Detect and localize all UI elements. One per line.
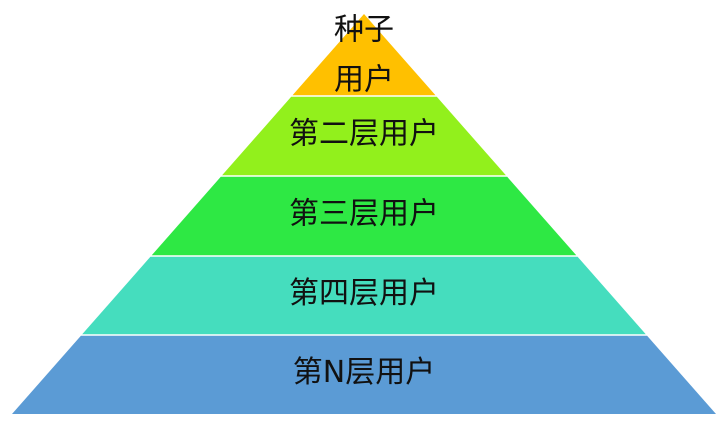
pyramid-tier-1-label-line-2: 用户 [334,63,394,98]
pyramid-tier-shapes [12,14,716,414]
pyramid-tier-4 [82,256,646,335]
pyramid-tier-1-label-line-1: 种子 [334,13,394,48]
pyramid-tier-5 [12,335,716,414]
pyramid-tier-2-label: 第二层用户 [289,117,439,152]
pyramid-tier-3-label: 第三层用户 [289,197,439,232]
pyramid-tier-2 [222,96,506,176]
pyramid-tier-4-label: 第四层用户 [289,276,439,311]
pyramid-tier-3 [151,176,577,256]
pyramid-tier-5-label: 第N层用户 [293,355,435,390]
pyramid-tier-1 [292,14,436,96]
